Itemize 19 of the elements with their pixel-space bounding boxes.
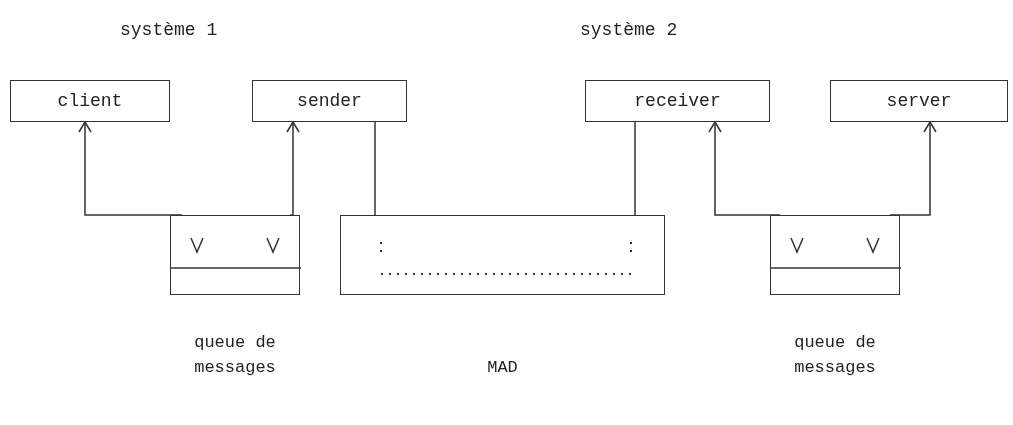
connector-line bbox=[374, 121, 376, 216]
system-heading: système 2 bbox=[580, 20, 678, 40]
caption-text: MAD bbox=[486, 357, 519, 379]
process-box bbox=[585, 80, 770, 122]
box-shape bbox=[170, 215, 300, 295]
box-label: server bbox=[886, 91, 952, 111]
process-box bbox=[10, 80, 170, 122]
connector-line bbox=[634, 121, 636, 216]
box-label: client bbox=[57, 91, 123, 111]
caption-text: queue de messages bbox=[793, 332, 877, 379]
box-label: sender bbox=[297, 91, 362, 111]
box-shape bbox=[770, 215, 900, 295]
box-label: receiver bbox=[634, 91, 721, 111]
caption-text: queue de messages bbox=[193, 332, 277, 379]
connector-line bbox=[286, 121, 300, 216]
process-box bbox=[830, 80, 1008, 122]
system-heading: système 1 bbox=[120, 20, 218, 40]
process-box bbox=[252, 80, 407, 122]
box-shape bbox=[340, 215, 665, 295]
